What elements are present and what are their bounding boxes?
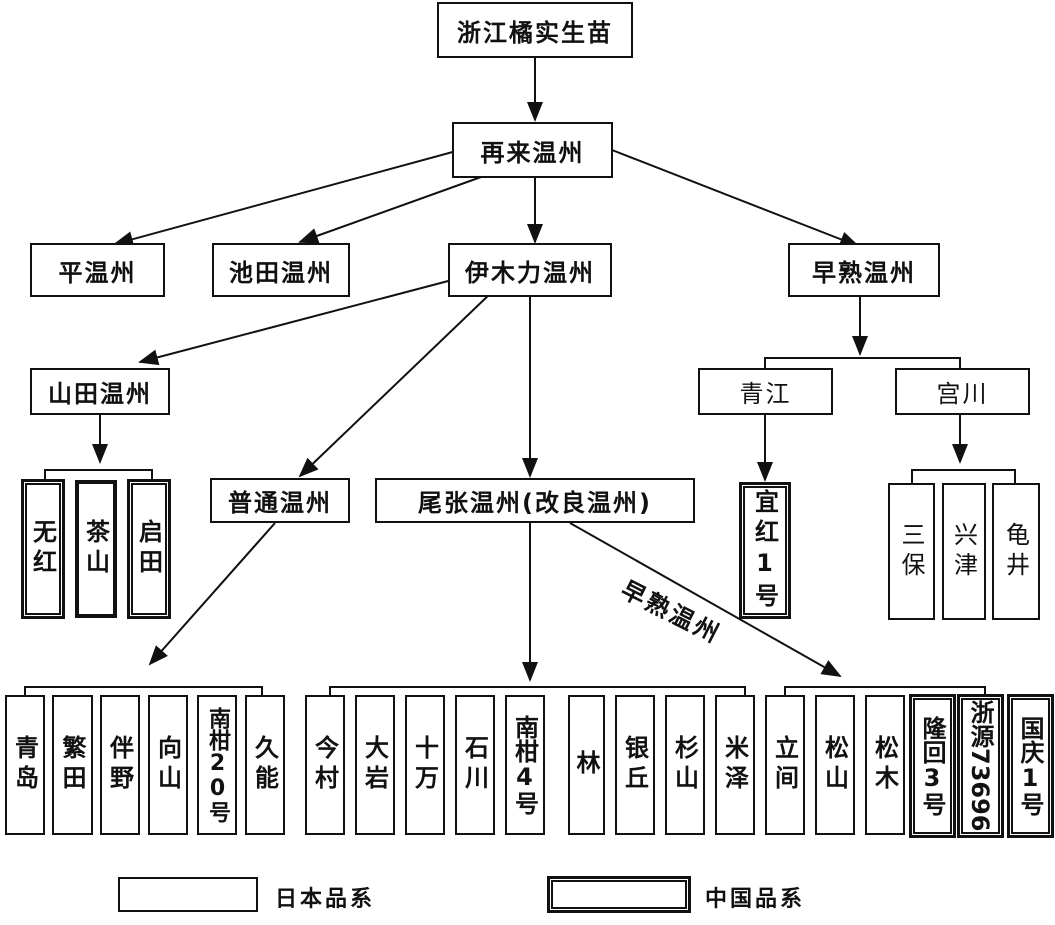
node-qingjiang: 青江: [698, 368, 833, 415]
leaf-box: 松木: [865, 695, 905, 835]
leaf-box: 宜红1号: [739, 482, 791, 619]
leaf-box: 青岛: [5, 695, 45, 835]
leaf-box: 国庆1号: [1007, 694, 1054, 838]
node-root: 浙江橘实生苗: [437, 2, 633, 58]
leaf-box: 隆回3号: [909, 694, 956, 838]
node-imuta-unshiu: 伊木力温州: [448, 243, 612, 297]
leaf-box: 杉山: [665, 695, 705, 835]
leaf-box: 林: [568, 695, 605, 835]
node-yamada: 山田温州: [30, 368, 170, 415]
node-futsu: 普通温州: [210, 478, 350, 523]
leaf-box: 今村: [305, 695, 345, 835]
leaf-box: 兴津: [942, 483, 986, 620]
leaf-box: 久能: [245, 695, 285, 835]
node-hira-unshiu: 平温州: [30, 243, 165, 297]
legend-label-china: 中国品系: [705, 887, 806, 912]
leaf-box: 米泽: [715, 695, 755, 835]
node-ikeda-unshiu: 池田温州: [212, 243, 350, 297]
legend-label-japan: 日本品系: [275, 887, 376, 912]
leaf-box: 伴野: [100, 695, 140, 835]
leaf-box: 石川: [455, 695, 495, 835]
leaf-box: 向山: [148, 695, 188, 835]
leaf-box: 大岩: [355, 695, 395, 835]
leaf-box: 启田: [127, 479, 171, 619]
leaf-box: 松山: [815, 695, 855, 835]
leaf-box: 南柑20号: [197, 695, 237, 835]
leaf-box: 十万: [405, 695, 445, 835]
node-owari: 尾张温州(改良温州): [375, 478, 695, 523]
node-early-unshiu: 早熟温州: [788, 243, 940, 297]
leaf-box: 无红: [21, 479, 65, 619]
leaf-box: 三保: [888, 483, 935, 620]
node-level1: 再来温州: [452, 122, 613, 178]
node-miyagawa: 宫川: [895, 368, 1030, 415]
legend-swatch-japan: [118, 877, 258, 912]
leaf-box: 繁田: [52, 695, 93, 835]
leaf-box: 银丘: [615, 695, 655, 835]
legend-swatch-china: [547, 876, 691, 913]
leaf-box: 南柑4号: [505, 695, 545, 835]
leaf-box: 浙源73696: [957, 694, 1004, 838]
leaf-box: 立间: [765, 695, 805, 835]
leaf-box: 龟井: [992, 483, 1040, 620]
leaf-box: 茶山: [75, 480, 117, 618]
